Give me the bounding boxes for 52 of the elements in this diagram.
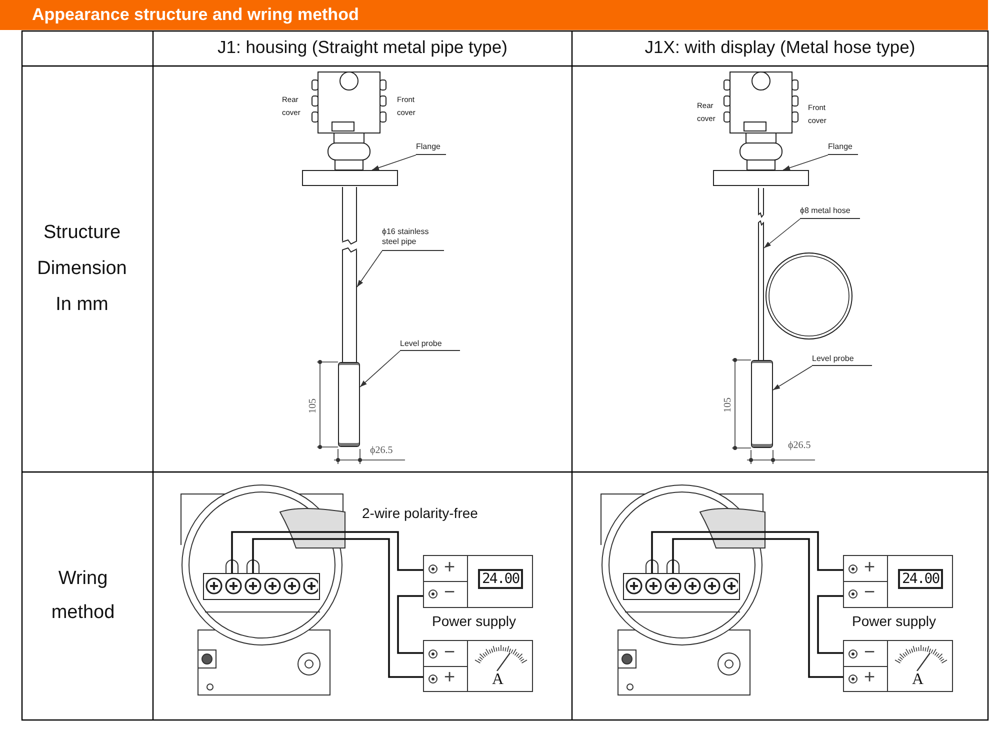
part-label: ϕ16 stainless steel pipe: [382, 227, 444, 251]
ammeter: [843, 640, 953, 692]
polarity-sign: −: [864, 582, 876, 604]
polarity-sign: +: [864, 667, 876, 689]
part-label: Flange: [828, 142, 858, 155]
dimension-label: 105: [722, 396, 734, 412]
polarity-sign: −: [444, 642, 456, 664]
dimension-label: ϕ26.5: [788, 440, 812, 451]
polarity-sign: −: [444, 582, 456, 604]
polarity-sign: +: [444, 667, 456, 689]
polarity-sign: +: [444, 557, 456, 579]
leader-line: [764, 218, 800, 248]
digital-display: 24.00: [898, 569, 944, 589]
leader-line: [360, 350, 400, 388]
ammeter-symbol: A: [492, 671, 504, 689]
terminal-strip: [623, 573, 740, 600]
device-caption: Power supply: [852, 613, 936, 629]
leader-line: [782, 154, 828, 170]
part-label: Flange: [416, 142, 446, 155]
wiring-note: 2-wire polarity-free: [362, 505, 479, 521]
row-header: Structure Dimension In mm: [36, 221, 128, 317]
part-label: Level probe: [812, 354, 872, 366]
probe-cylinder: [338, 362, 360, 447]
steel-pipe: [342, 187, 357, 362]
page-title: Appearance structure and wring method: [32, 5, 359, 25]
wire: [817, 595, 843, 654]
ammeter-symbol: A: [912, 671, 924, 689]
dimension-label: ϕ26.5: [370, 445, 394, 456]
polarity-sign: −: [864, 642, 876, 664]
ammeter: [423, 640, 533, 692]
flange-plate: [713, 170, 809, 186]
wire: [672, 538, 843, 678]
column-header: J1X: with display (Metal hose type): [644, 37, 916, 58]
polarity-sign: +: [864, 557, 876, 579]
wire: [397, 595, 423, 654]
probe-cylinder: [751, 360, 773, 448]
device-caption: Power supply: [432, 613, 516, 629]
leader-line: [356, 250, 382, 288]
wire: [231, 531, 423, 573]
part-label: ϕ8 metal hose: [800, 206, 860, 219]
row-header: Wring method: [50, 567, 116, 625]
column-header: J1: housing (Straight metal pipe type): [216, 37, 508, 58]
flange-plate: [302, 170, 398, 186]
digital-display: 24.00: [478, 569, 524, 589]
leader-line: [372, 154, 416, 170]
dimension-label: 105: [308, 398, 318, 414]
leader-line: [772, 366, 812, 390]
metal-hose: [758, 188, 764, 360]
wire: [651, 531, 843, 573]
terminal-strip: [203, 573, 320, 600]
wire: [252, 538, 423, 678]
part-label: Level probe: [400, 339, 460, 351]
